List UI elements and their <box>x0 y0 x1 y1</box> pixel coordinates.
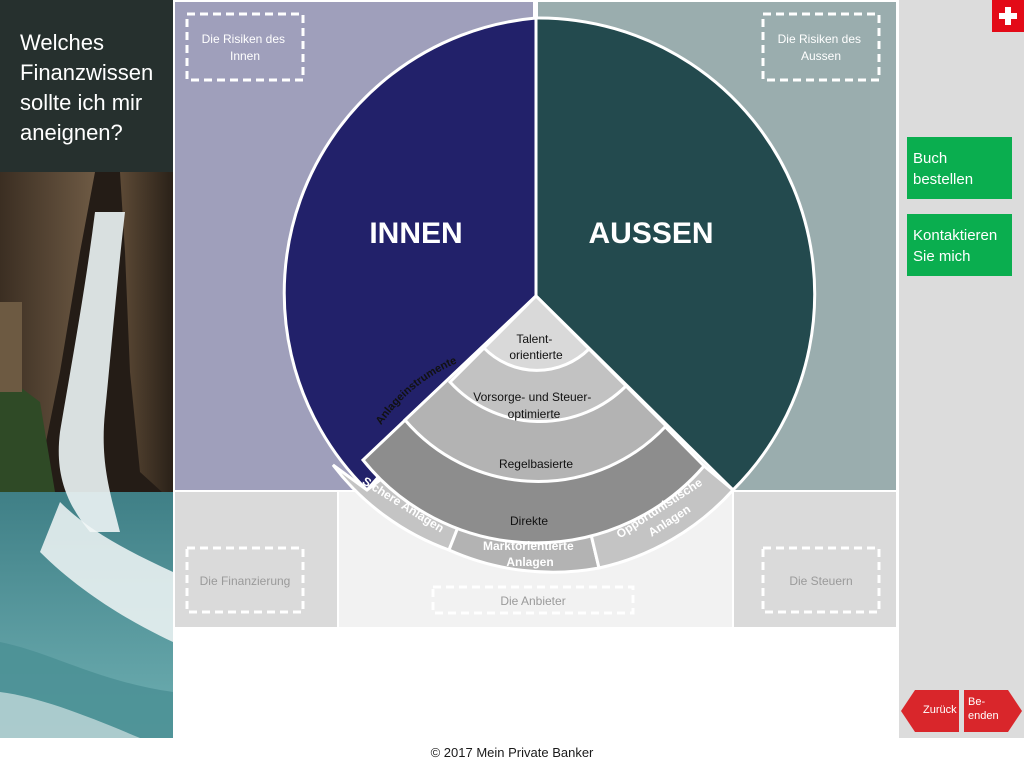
providers-label: Die Anbieter <box>500 594 565 608</box>
svg-text:Die Risiken des Aussen: Die Risiken des Aussen <box>778 32 865 63</box>
risk-inner-box <box>185 12 305 82</box>
inner-half-circle <box>282 16 538 493</box>
contact-button[interactable]: Kontaktieren Sie mich <box>907 214 1012 276</box>
order-book-button[interactable]: Buch bestellen <box>907 137 1012 199</box>
svg-text:Marktorientierte Anlagen: Marktorientierte Anlagen <box>483 539 577 569</box>
risk-outer-label-1: Die Risiken des <box>778 32 861 46</box>
providers-box <box>431 585 635 615</box>
title-box: Welches Finanzwissen sollte ich mir anei… <box>0 0 173 172</box>
swiss-flag-icon <box>992 0 1024 32</box>
left-panel: Welches Finanzwissen sollte ich mir anei… <box>0 0 173 738</box>
svg-text:Die Risiken des Innen: Die Risiken des Innen <box>202 32 289 63</box>
right-panel: Buch bestellen Kontaktieren Sie mich Zur… <box>899 0 1024 738</box>
ring-pension-label-2: optimierte <box>508 407 561 421</box>
financing-panel <box>175 492 337 627</box>
risk-inner-label-1: Die Risiken des <box>202 32 285 46</box>
taxes-box <box>761 546 881 614</box>
end-button[interactable]: Be- enden <box>964 690 1022 732</box>
svg-text:Talent- orientierte: Talent- orientierte <box>509 332 563 362</box>
ring-direct-label: Direkte <box>510 514 548 528</box>
end-button-label: Be- enden <box>968 696 999 722</box>
risk-outer-label-2: Aussen <box>801 49 841 63</box>
ring-talent-label-2: orientierte <box>509 348 563 362</box>
ring-rule-based-label: Regelbasierte <box>499 457 573 471</box>
svg-text:Vorsorge- und Steuer- op: Vorsorge- und Steuer- optimierte <box>473 390 594 421</box>
taxes-panel <box>734 492 896 627</box>
inner-label: INNEN <box>369 217 462 250</box>
financing-box <box>185 546 305 614</box>
taxes-label: Die Steuern <box>789 574 852 588</box>
diagram-canvas: Die Risiken des Innen Die Risiken des Au… <box>173 0 899 738</box>
segment-market-label-1: Marktorientierte <box>483 539 574 553</box>
knowledge-diagram: Die Risiken des Innen Die Risiken des Au… <box>175 2 896 627</box>
ring-talent-label-1: Talent- <box>516 332 552 346</box>
back-button[interactable]: Zurück <box>901 690 959 732</box>
outer-label: AUSSEN <box>588 217 713 250</box>
financing-label: Die Finanzierung <box>200 574 291 588</box>
segment-market-label-2: Anlagen <box>506 555 553 569</box>
page-title: Welches Finanzwissen sollte ich mir anei… <box>20 30 154 145</box>
outer-half-circle <box>534 16 817 493</box>
ring-pension-label-1: Vorsorge- und Steuer- <box>473 390 591 404</box>
ring-talent <box>481 293 592 372</box>
waterfall-image <box>0 172 173 738</box>
risk-inner-label-2: Innen <box>230 49 260 63</box>
risk-outer-box <box>761 12 881 82</box>
footer-copyright: © 2017 Mein Private Banker <box>430 745 594 760</box>
